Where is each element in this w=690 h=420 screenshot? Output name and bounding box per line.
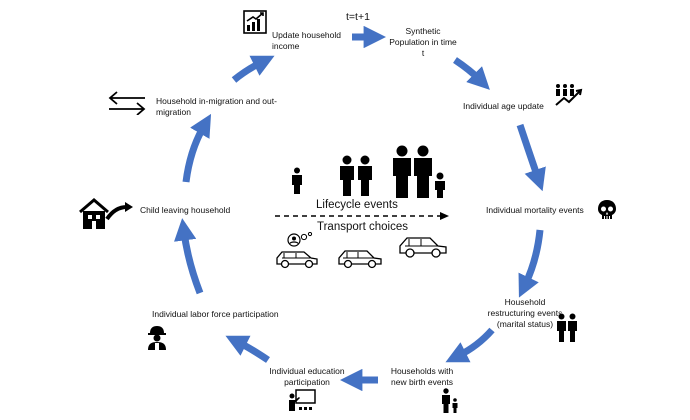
node-age-update: Individual age update [463, 101, 544, 111]
transport-choices-label: Transport choices [317, 221, 408, 233]
node-update-income: Update household income [272, 30, 342, 51]
teacher-board-icon [288, 389, 316, 413]
lifecycle-dashed-arrow [275, 212, 449, 220]
two-way-arrows-icon [107, 91, 147, 115]
node-synthetic-population: Synthetic Population in time t [389, 26, 457, 58]
arrow-population-to-age [453, 57, 490, 90]
node-labor: Individual labor force participation [152, 309, 279, 319]
skull-icon [597, 199, 617, 221]
node-new-birth: Households with new birth events [390, 366, 454, 387]
node-restructuring: Household restructuring events (marital … [487, 297, 563, 329]
arrow-restructuring-to-birth [445, 327, 495, 363]
single-person-icon [290, 167, 304, 195]
node-mortality: Individual mortality events [486, 205, 584, 215]
node-education: Individual education participation [269, 366, 345, 387]
bar-chart-growth-icon [243, 10, 267, 34]
autonomous-car-icon [274, 232, 322, 272]
couple-center-icon [338, 155, 374, 197]
parent-child-icon [441, 388, 459, 414]
arrow-labor-to-child [174, 218, 204, 295]
arrow-child-to-migration [182, 113, 212, 183]
construction-worker-icon [146, 325, 168, 351]
couple-icon [556, 313, 578, 343]
time-step-label: t=t+1 [346, 11, 370, 23]
people-growth-icon [554, 83, 586, 107]
arrow-mortality-to-restructuring [518, 229, 544, 298]
suv-car-icon [398, 231, 448, 261]
arrow-education-to-labor [225, 335, 270, 363]
arrow-migration-to-income [231, 55, 275, 83]
house-leaving-icon [77, 197, 137, 231]
node-migration: Household in-migration and out- migratio… [156, 96, 277, 117]
arrow-age-to-mortality [516, 123, 546, 192]
family-icon [391, 145, 447, 199]
car-icon [337, 245, 383, 271]
lifecycle-events-label: Lifecycle events [316, 199, 398, 211]
node-child-leaving: Child leaving household [140, 205, 231, 215]
